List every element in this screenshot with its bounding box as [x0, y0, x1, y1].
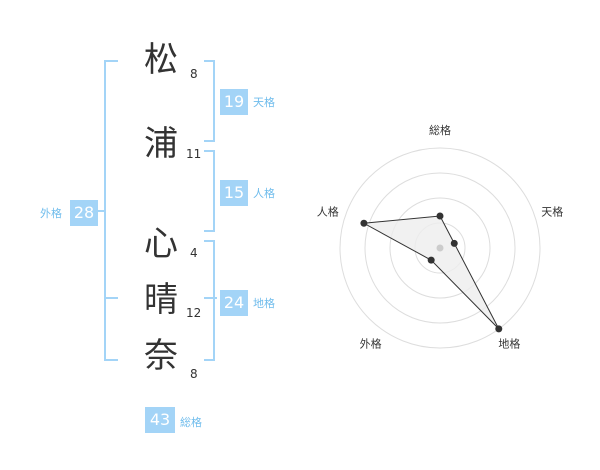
- gaikaku-bracket-mid: [104, 297, 118, 299]
- stroke-count-5: 8: [190, 367, 198, 381]
- jinkaku-label: 人格: [253, 187, 275, 200]
- radar-axis-label-2: 天格: [541, 205, 563, 219]
- jinkaku-bracket: [204, 150, 215, 232]
- radar-axis-label-5: 人格: [317, 205, 339, 219]
- radar-axis-label-3: 地格: [498, 336, 520, 350]
- chikaku-label: 地格: [253, 297, 275, 310]
- radar-axis-label-1: 総格: [429, 123, 451, 137]
- name-char-5: 奈: [144, 336, 178, 376]
- tenkaku-value: 19: [220, 89, 248, 115]
- name-char-2: 浦: [144, 124, 178, 164]
- tenkaku-label: 天格: [253, 96, 275, 109]
- chikaku-bracket-mid: [204, 297, 217, 299]
- soukaku-label: 総格: [180, 416, 202, 429]
- name-char-4: 晴: [144, 280, 178, 320]
- gaikaku-bracket: [104, 60, 118, 361]
- gaikaku-label: 外格: [40, 207, 62, 220]
- radar-area: [362, 215, 500, 330]
- radar-ring: [339, 147, 541, 349]
- radar-point-1: [436, 212, 444, 220]
- stroke-count-4: 12: [186, 306, 202, 320]
- stroke-count-1: 8: [190, 67, 198, 81]
- radar-axis-label-4: 外格: [360, 336, 382, 350]
- radar-point-3: [495, 325, 503, 333]
- radar-center-dot: [436, 244, 444, 252]
- chikaku-bracket: [204, 240, 215, 361]
- tenkaku-bracket: [204, 60, 215, 142]
- stroke-count-3: 4: [190, 246, 198, 260]
- radar-point-2: [450, 239, 458, 247]
- chikaku-value: 24: [220, 290, 248, 316]
- radar-ring: [389, 197, 491, 299]
- radar-ring: [364, 172, 516, 324]
- name-char-1: 松: [144, 40, 178, 80]
- jinkaku-value: 15: [220, 180, 248, 206]
- gaikaku-bracket-stub: [92, 210, 104, 212]
- radar-point-4: [427, 256, 435, 264]
- soukaku-value: 43: [145, 407, 175, 433]
- radar-point-5: [360, 219, 368, 227]
- stroke-count-2: 11: [186, 147, 202, 161]
- name-char-3: 心: [144, 224, 178, 264]
- gaikaku-value: 28: [70, 200, 98, 226]
